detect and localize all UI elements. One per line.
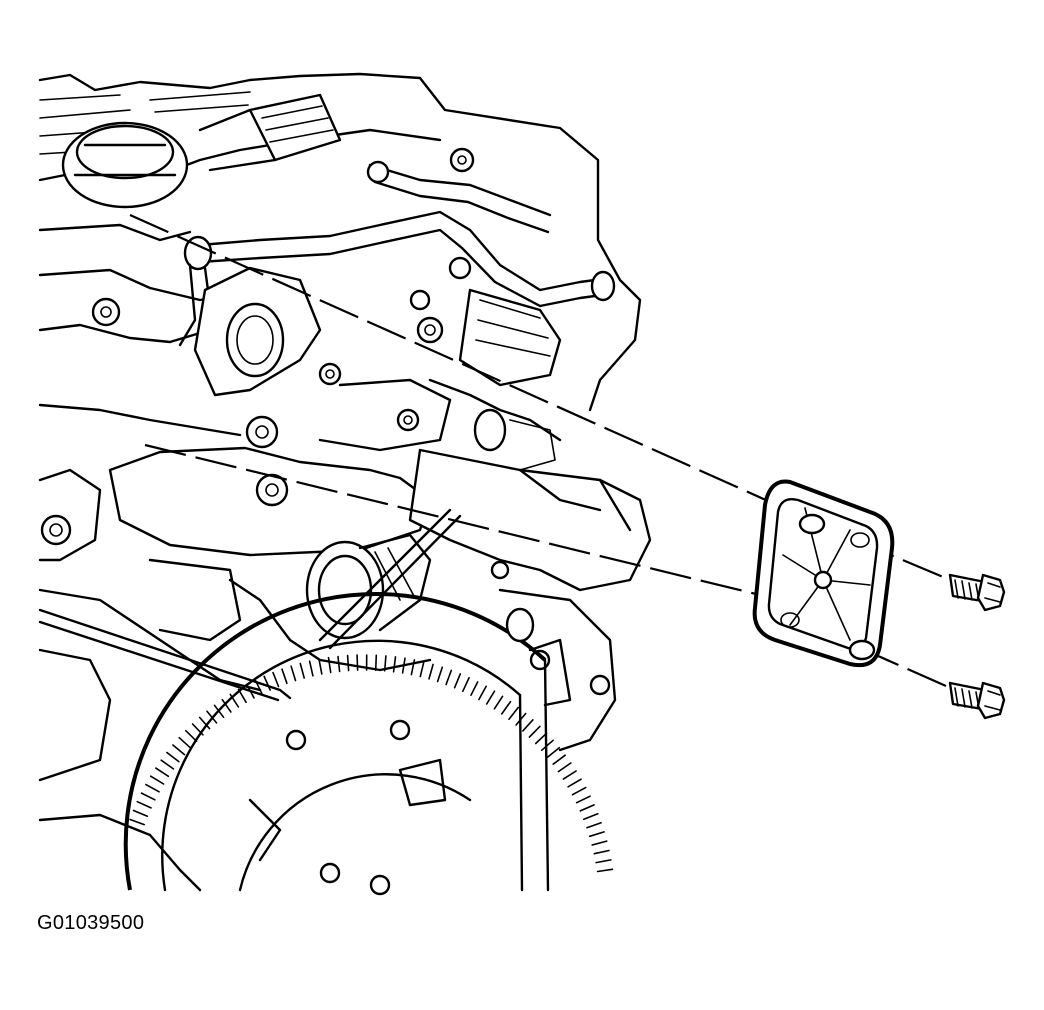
figure-id-label: G01039500 [37, 912, 145, 934]
gear-tooth [411, 660, 414, 675]
gear-tooth [536, 733, 547, 743]
gear-tooth [137, 802, 151, 808]
bellhousing [500, 590, 615, 750]
gear-tooth [463, 678, 469, 692]
gear-tooth [338, 657, 340, 672]
flywheel [126, 594, 613, 894]
gear-tooth [429, 664, 433, 679]
sensor-module [430, 290, 560, 470]
gear-tooth [193, 724, 203, 735]
oil-filler-cap [63, 123, 187, 207]
gear-tooth [553, 755, 565, 764]
gear-tooth [558, 763, 570, 772]
gear-tooth [438, 667, 443, 681]
dipstick-tube [40, 510, 460, 700]
gear-tooth [494, 696, 502, 709]
gear-tooth [167, 753, 179, 762]
gear-tooth [310, 661, 313, 676]
gear-tooth [134, 811, 148, 817]
gear-tooth [523, 720, 533, 731]
gear-tooth [291, 666, 295, 680]
vent-hoses [180, 162, 614, 345]
gear-tooth [215, 705, 224, 717]
gear-tooth [130, 820, 144, 825]
gear-tooth [568, 779, 581, 787]
bolt-lower [950, 683, 1004, 718]
gear-tooth [487, 691, 495, 704]
gear-tooth [385, 656, 386, 671]
gear-tooth [584, 814, 598, 820]
gear-tooth [142, 793, 155, 800]
gear-tooth [186, 731, 197, 742]
gear-tooth [471, 682, 478, 695]
gear-tooth [587, 823, 601, 828]
gear-tooth [273, 673, 279, 687]
gear-tooth [509, 708, 518, 720]
gear-tooth [146, 785, 159, 792]
gear-tooth [516, 714, 526, 726]
gear-tooth [577, 796, 591, 803]
gear-tooth [529, 726, 540, 737]
cover-plate [755, 481, 893, 665]
gear-tooth [479, 686, 486, 699]
gear-tooth [455, 674, 461, 688]
gear-tooth [151, 776, 164, 784]
gear-tooth [420, 662, 424, 677]
gear-tooth [161, 760, 173, 769]
gear-tooth [207, 711, 217, 723]
gear-tooth [548, 748, 560, 757]
gear-tooth [329, 658, 331, 673]
engine-bracket [195, 268, 450, 450]
gear-tooth [403, 658, 405, 673]
gear-tooth [580, 805, 594, 811]
gear-tooth [222, 700, 231, 712]
gear-tooth [542, 740, 553, 750]
coil-connector [150, 92, 340, 170]
gear-tooth [156, 768, 169, 776]
gear-tooth [376, 655, 377, 670]
gear-tooth [239, 689, 247, 702]
gear-tooth [563, 771, 576, 779]
gear-tooth [592, 841, 607, 845]
gear-tooth [594, 851, 609, 854]
gear-tooth [590, 832, 604, 836]
gear-tooth [230, 694, 238, 707]
bolt-upper [950, 575, 1004, 610]
gear-tooth [247, 685, 254, 698]
ring-gear-teeth [130, 655, 612, 872]
gear-tooth [264, 676, 270, 690]
gear-tooth [348, 656, 349, 671]
gear-tooth [282, 669, 287, 683]
gear-tooth [255, 680, 262, 694]
thermostat-housing [307, 450, 650, 638]
engine-bolts [42, 149, 549, 669]
gear-tooth [446, 670, 451, 684]
gear-tooth [573, 788, 586, 795]
gear-tooth [200, 718, 210, 729]
gear-tooth [300, 664, 304, 679]
gear-tooth [173, 745, 185, 755]
gear-tooth [598, 869, 613, 871]
gear-tooth [319, 659, 322, 674]
gear-tooth [357, 655, 358, 670]
gear-tooth [502, 702, 511, 714]
gear-tooth [394, 657, 396, 672]
gear-tooth [179, 738, 190, 748]
gear-tooth [596, 860, 611, 863]
